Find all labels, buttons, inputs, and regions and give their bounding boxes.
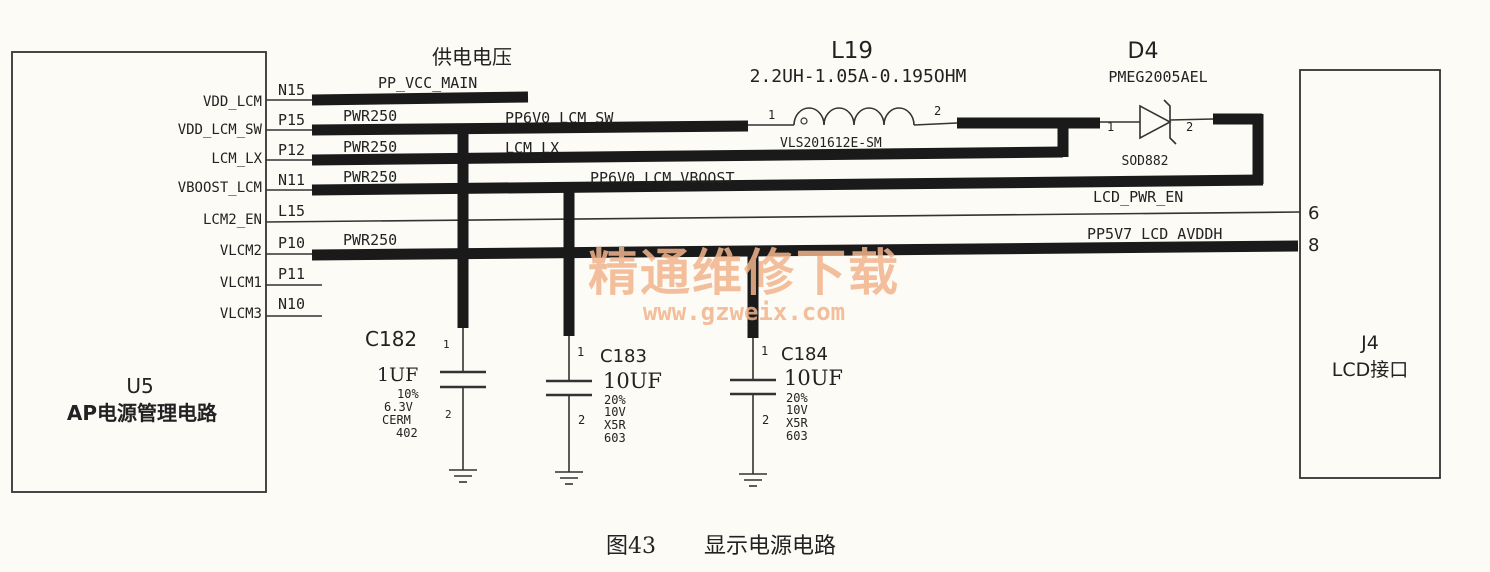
- c182-spec-size: 402: [396, 426, 418, 440]
- c182-pin-2: 2: [445, 408, 452, 421]
- c184-value: 10UF: [784, 366, 843, 390]
- caption-title: 显示电源电路: [704, 534, 836, 559]
- j4-block: J4 LCD接口 6 8: [1299, 69, 1441, 479]
- net-pwr250-n11: PWR250: [343, 168, 397, 186]
- trace-pp6v0-lcm-vboost: [311, 174, 1264, 196]
- trace-pp5v7-lcd-avddh: [311, 240, 1299, 261]
- u5-pin-name-lcm2-en: LCM2_EN: [203, 212, 262, 228]
- c183-spec-dielectric: X5R: [604, 418, 626, 432]
- net-pp5v7-lcd-avddh: PP5V7_LCD_AVDDH: [1087, 225, 1222, 243]
- u5-ball-p15: P15: [278, 111, 305, 129]
- caption-number: 图43: [606, 534, 656, 559]
- u5-pin-name-vlcm1: VLCM1: [220, 275, 262, 291]
- u5-ball-n15: N15: [278, 81, 305, 99]
- schottky-bar-icon: [1163, 99, 1177, 145]
- d4-ref: D4: [1128, 39, 1159, 64]
- u5-ball-p11: P11: [278, 265, 305, 283]
- u5-pin-name-vlcm3: VLCM3: [220, 306, 262, 322]
- u5-block: U5 AP电源管理电路 VDD_LCM VDD_LCM_SW LCM_LX VB…: [11, 51, 1301, 493]
- watermark: 精通维修下载 www.gzweix.com: [588, 244, 900, 326]
- u5-ref: U5: [126, 374, 153, 398]
- trace-lcm-lx: [311, 146, 1064, 166]
- c182-value: 1UF: [377, 364, 418, 386]
- net-labels: 供电电压 PP_VCC_MAIN PWR250 PWR250 PWR250 PW…: [343, 45, 1222, 249]
- d4-lead-2: [1169, 118, 1214, 121]
- c182-spec-voltage: 6.3V: [384, 400, 413, 414]
- l19-pin-2: 2: [934, 104, 941, 118]
- u5-ball-n11: N11: [278, 171, 305, 189]
- diode-triangle-icon: [1139, 104, 1172, 140]
- figure-caption: 图43 显示电源电路: [606, 534, 836, 559]
- net-lcm-lx: LCM_LX: [505, 139, 559, 157]
- u5-pin-name-vdd-lcm-sw: VDD_LCM_SW: [178, 122, 263, 138]
- net-pwr250-p12: PWR250: [343, 138, 397, 156]
- c184-pin-1: 1: [761, 344, 768, 358]
- c182-pin-1: 1: [443, 338, 450, 351]
- polarity-dot-icon: [800, 117, 808, 125]
- j4-pin-8: 8: [1308, 235, 1319, 256]
- c184-spec-voltage: 10V: [786, 403, 808, 417]
- c182-spec-tolerance: 10%: [397, 387, 419, 401]
- net-pp-vcc-main: PP_VCC_MAIN: [378, 74, 477, 92]
- supply-voltage-label: 供电电压: [432, 45, 512, 69]
- u5-name: AP电源管理电路: [67, 401, 218, 425]
- net-pwr250-p10: PWR250: [343, 231, 397, 249]
- trace-pp-vcc-main: [311, 91, 529, 106]
- trace-pp6v0-lcm-sw: [311, 120, 749, 136]
- u5-pin-name-vlcm2: VLCM2: [220, 243, 262, 259]
- u5-ball-p12: P12: [278, 141, 305, 159]
- c183-spec-voltage: 10V: [604, 405, 626, 419]
- wire-lcd-pwr-en: [265, 211, 1301, 223]
- c184-ref: C184: [781, 344, 828, 365]
- watermark-url: www.gzweix.com: [643, 298, 845, 326]
- capacitor-c184: 1 2 C184 10UF 20% 10V X5R 603: [730, 338, 843, 487]
- watermark-title: 精通维修下载: [588, 244, 900, 302]
- u5-pin-name-vboost-lcm: VBOOST_LCM: [178, 180, 262, 196]
- c183-pin-1: 1: [577, 345, 584, 359]
- u5-pin-name-vdd-lcm: VDD_LCM: [203, 94, 262, 110]
- u5-ball-n10: N10: [278, 295, 305, 313]
- l19-pin-1: 1: [768, 108, 775, 122]
- net-pp6v0-lcm-sw: PP6V0_LCM_SW: [505, 109, 614, 127]
- l19-ref: L19: [831, 38, 873, 64]
- u5-pin-name-lcm-lx: LCM_LX: [211, 151, 262, 167]
- c182-spec-dielectric: CERM: [382, 413, 411, 427]
- u5-outline: [11, 51, 267, 493]
- l19-value: 2.2UH-1.05A-0.195OHM: [750, 66, 967, 87]
- c183-spec-size: 603: [604, 431, 626, 445]
- l19-package: VLS201612E-SM: [780, 136, 882, 151]
- d4-part: PMEG2005AEL: [1108, 68, 1207, 86]
- inductor-l19: L19 2.2UH-1.05A-0.195OHM VLS201612E-SM 1…: [748, 38, 967, 151]
- u5-ball-l15: L15: [278, 202, 305, 220]
- j4-pin-6: 6: [1308, 203, 1319, 224]
- c182-ref: C182: [365, 327, 417, 351]
- inductor-coil-icon: [793, 107, 915, 126]
- diode-d4: D4 PMEG2005AEL SOD882 1 2: [1100, 39, 1214, 169]
- c183-value: 10UF: [603, 369, 662, 393]
- power-traces: [311, 91, 1299, 338]
- l19-lead-2: [913, 122, 958, 126]
- j4-name: LCD接口: [1332, 359, 1408, 381]
- net-lcd-pwr-en: LCD_PWR_EN: [1093, 188, 1183, 206]
- net-pwr250-p15: PWR250: [343, 107, 397, 125]
- d4-pin-2: 2: [1186, 120, 1193, 134]
- d4-package: SOD882: [1122, 154, 1169, 169]
- c183-ref: C183: [600, 346, 647, 367]
- c184-spec-size: 603: [786, 429, 808, 443]
- c184-spec-tolerance: 20%: [786, 391, 808, 405]
- net-pp6v0-lcm-vboost: PP6V0_LCM_VBOOST: [590, 169, 735, 187]
- c183-pin-2: 2: [578, 413, 585, 427]
- j4-outline: [1299, 69, 1441, 479]
- u5-ball-p10: P10: [278, 234, 305, 252]
- c184-spec-dielectric: X5R: [786, 416, 808, 430]
- j4-ref: J4: [1360, 332, 1379, 354]
- capacitor-c183: 1 2 C183 10UF 20% 10V X5R 603: [546, 336, 662, 485]
- d4-pin-1: 1: [1107, 120, 1114, 134]
- c184-pin-2: 2: [762, 413, 769, 427]
- capacitor-c182: C182 1 2 1UF 10% 6.3V CERM 402: [365, 327, 486, 483]
- c183-spec-tolerance: 20%: [604, 393, 626, 407]
